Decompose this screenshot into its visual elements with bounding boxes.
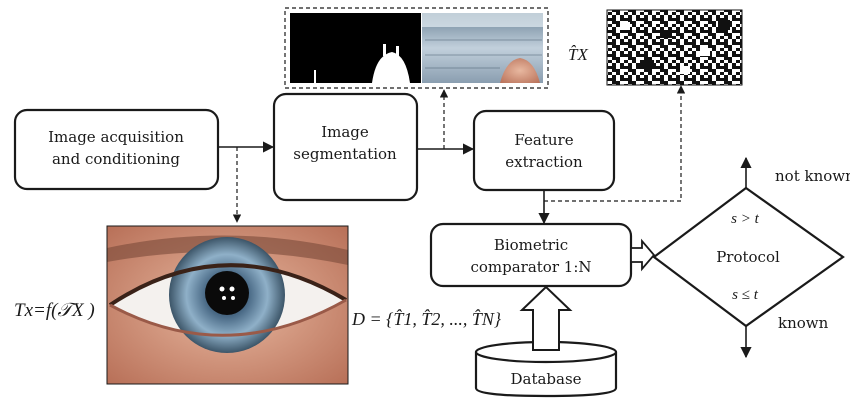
database-set-formula: D = {T̂1, T̂2, ..., T̂N} [351,309,502,329]
acquisition-label-line2: and conditioning [52,150,180,168]
database-cylinder-body [474,352,618,398]
known-label: known [778,314,829,332]
comparator-box [429,222,633,288]
block-feature: Feature extraction [472,109,616,192]
iris-code-template: T̂X [568,9,743,86]
database-to-comparator-arrow [519,285,573,351]
block-comparator: Biometric comparator 1:N [429,222,633,288]
dashed-arrow-to-iris-code [544,85,686,202]
comparator-to-protocol-arrow [630,238,656,272]
eyelid-occlusion [500,58,540,83]
segmentation-label-line1: Image [321,123,369,141]
tx-formula: Tx=f(𝒯X ) [14,300,95,321]
segmentation-images-frame [284,7,549,89]
comparator-label-line1: Biometric [494,236,568,254]
condition-less-equal: s ≤ t [732,287,759,303]
feature-label-line2: extraction [505,153,583,171]
feature-label-line1: Feature [514,131,573,149]
not-known-label: not known [775,167,850,185]
segmentation-images [284,7,549,89]
eye-pupil [205,271,249,315]
block-acquisition: Image acquisition and conditioning [13,108,220,191]
protocol-label: Protocol [716,248,780,266]
segmentation-label-line2: segmentation [293,145,397,163]
database-label: Database [510,370,581,388]
mask-white-blob [372,52,410,83]
block-segmentation: Image segmentation [272,92,419,202]
condition-greater: s > t [731,211,759,227]
template-label: T̂X [568,45,588,64]
acquisition-label-line1: Image acquisition [48,128,184,146]
comparator-label-line2: comparator 1:N [470,258,591,276]
acquisition-box [13,108,220,191]
feature-box [472,109,616,192]
eye-photo [106,225,349,385]
block-protocol: Protocol s > t s ≤ t not known known [652,156,850,359]
block-database: Database [474,285,618,398]
